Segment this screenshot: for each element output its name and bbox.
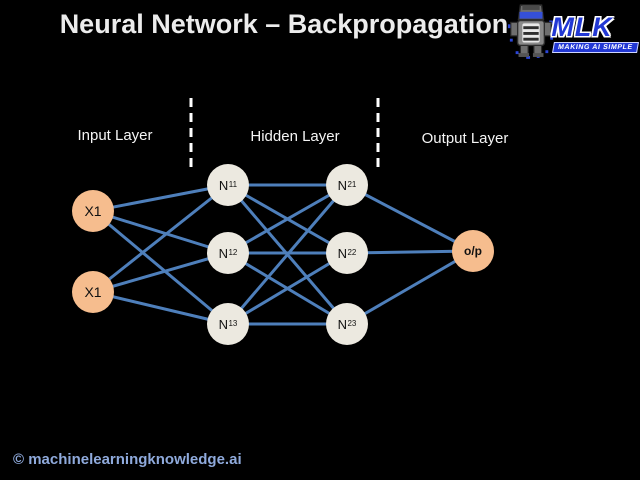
output-layer-label: Output Layer	[421, 130, 509, 147]
node-input-x1-top: X1	[72, 190, 114, 232]
node-label: N	[337, 177, 347, 193]
mlk-logo: MLK MAKING AI SIMPLE	[507, 4, 639, 60]
logo-brand-text: MLK	[551, 12, 613, 42]
slide-title: Neural Network – Backpropagation	[59, 9, 509, 39]
node-label: N	[218, 177, 229, 193]
input-layer-label: Input Layer	[77, 127, 153, 144]
layer-separators	[189, 98, 380, 173]
node-label: N	[337, 245, 347, 261]
node-output-op: o/p	[452, 230, 494, 272]
node-label: N	[218, 245, 228, 261]
node-input-x1-bottom: X1	[72, 271, 114, 313]
edge-lines	[92, 183, 474, 326]
node-label: N	[337, 316, 347, 332]
node-label: N	[218, 316, 228, 332]
copyright-footer: © machinelearningknowledge.ai	[13, 451, 242, 468]
logo-text-block: MLK MAKING AI SIMPLE	[551, 12, 639, 53]
robot-mascot-icon	[508, 4, 554, 59]
hidden-layer-label: Hidden Layer	[250, 128, 340, 145]
